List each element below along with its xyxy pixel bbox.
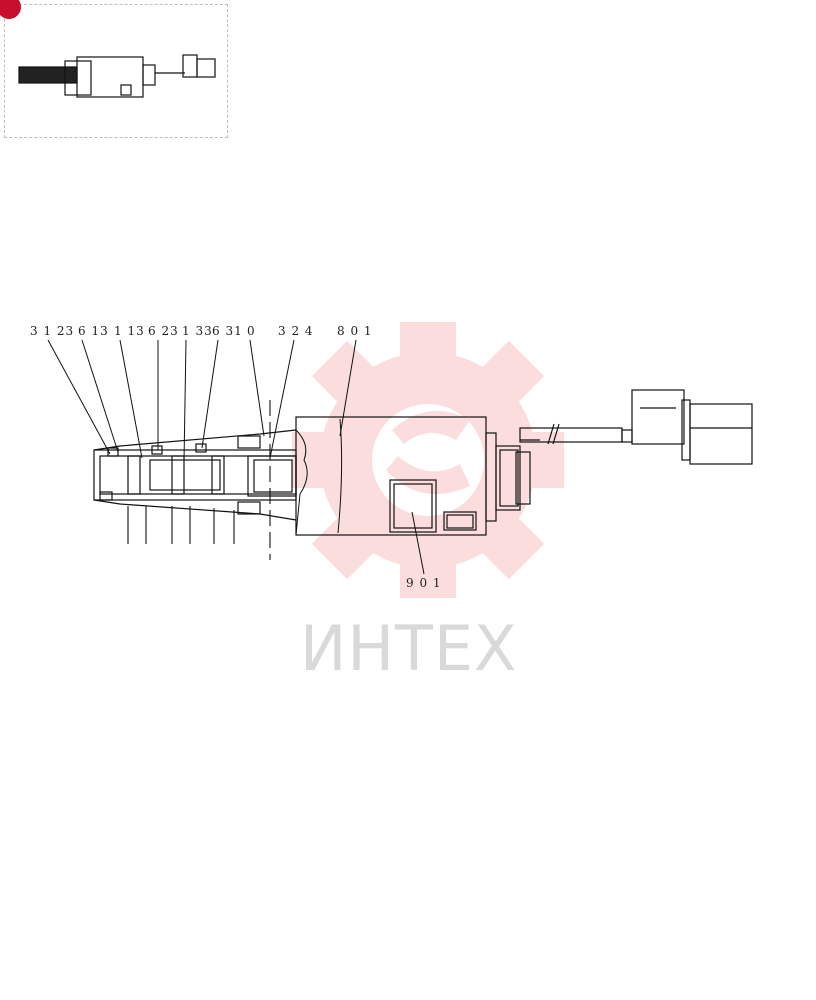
leader-lines xyxy=(47,339,425,575)
port-lines xyxy=(127,400,271,560)
callout-top-4: 6 23 xyxy=(148,324,179,338)
watermark-text: ИНТЕХ xyxy=(300,612,518,685)
callout-top-5: 1 33 xyxy=(182,324,213,338)
thumbnail-drawing xyxy=(18,54,216,98)
callout-top-6: 6 31 xyxy=(212,324,243,338)
thumbnail-badge xyxy=(0,0,21,19)
callout-top-9: 8 0 1 xyxy=(337,324,373,338)
callout-top-8: 3 2 4 xyxy=(278,324,314,338)
callout-labels: 3 1 23 6 13 1 13 6 23 1 33 6 31 0 3 2 4 … xyxy=(30,324,442,590)
watermark-gear-logo xyxy=(292,322,564,598)
thumbnail-preview[interactable] xyxy=(0,0,228,138)
callout-top-2: 6 13 xyxy=(78,324,109,338)
callout-top-1: 3 1 23 xyxy=(30,324,74,338)
callout-top-7: 0 xyxy=(247,324,256,338)
callout-top-3: 1 13 xyxy=(114,324,145,338)
callout-bottom: 9 0 1 xyxy=(406,576,442,590)
